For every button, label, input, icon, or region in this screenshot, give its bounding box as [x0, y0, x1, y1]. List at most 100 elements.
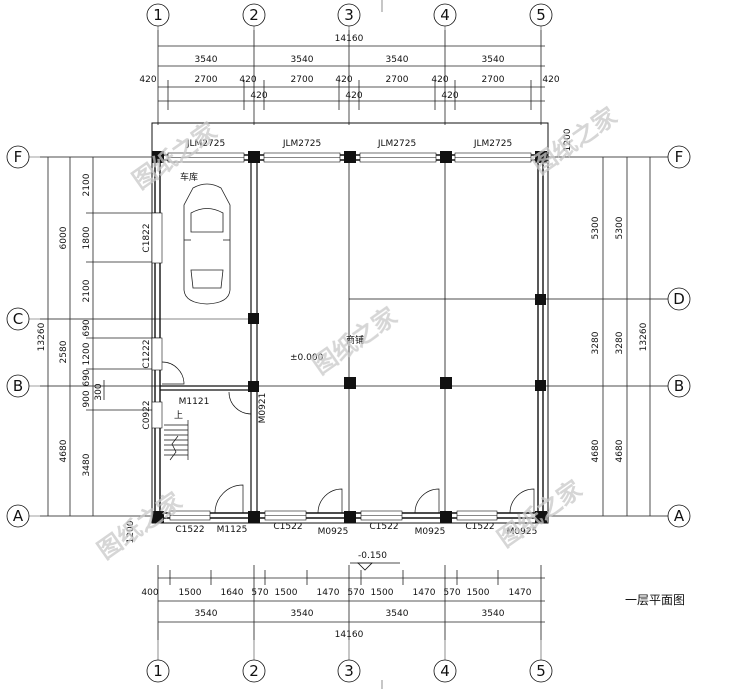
axis-bubble-left-B-circle: [6, 374, 30, 398]
dim-total-right: 13260: [639, 322, 649, 351]
room-label-garage: 车库: [180, 171, 198, 183]
elevation-marker: [350, 562, 400, 571]
column: [152, 151, 164, 163]
axis-bubble-bottom-4-label: 4: [440, 662, 450, 680]
room-labels: 车库 商铺 上 ±0.000 -0.150 一层平面图: [174, 171, 685, 607]
window-label-left: C1222: [142, 339, 152, 368]
column: [152, 511, 164, 523]
dim-sub-bottom: 570: [443, 588, 460, 598]
axis-bubble-right-A-circle: [667, 504, 691, 528]
axis-bubble-top-4-circle: [433, 3, 457, 27]
dim-bay-bottom: 3540: [195, 609, 218, 619]
right-dimension-texts: 5300 3280 4680 5300 3280 4680 13260 1200: [563, 128, 649, 462]
dim-minor-left: 2100: [82, 279, 92, 302]
dim-bay-bottom: 3540: [386, 609, 409, 619]
dim-sub-bottom: 400: [141, 588, 158, 598]
dim-sub-bottom: 1640: [221, 588, 244, 598]
dim-sub-bottom: 570: [251, 588, 268, 598]
axis-bubble-bottom-2-label: 2: [249, 662, 259, 680]
axis-bubble-bottom-4-circle: [433, 659, 457, 683]
room-label-shop: 商铺: [346, 334, 364, 346]
window-label-top: JLM2725: [186, 139, 225, 149]
elevation-outside: -0.150: [358, 551, 387, 561]
dim-sub-bottom: 1470: [413, 588, 436, 598]
dim-minor-left: 2100: [82, 173, 92, 196]
car-icon: [183, 183, 231, 305]
axis-bubble-left-C-circle: [6, 307, 30, 331]
column: [248, 151, 260, 163]
dim-tiny-left: 1200: [126, 520, 136, 543]
dim-minor-left: 1800: [82, 226, 92, 249]
opening-label-bottom: M0925: [507, 527, 538, 537]
axis-bubble-bottom-3-circle: [337, 659, 361, 683]
watermark: 图纸之家: [527, 102, 622, 180]
axis-bubble-bottom-2-circle: [242, 659, 266, 683]
dim-sub-bottom: 570: [347, 588, 364, 598]
axis-bubble-right-A-label: A: [674, 507, 685, 525]
watermark: 图纸之家: [492, 475, 587, 553]
bottom-dimension-texts: 400 1500 1640 570 1500 1470 570 1500 147…: [141, 588, 531, 640]
axis-bubble-left-F-label: F: [14, 148, 23, 166]
axis-bubble-top-5-circle: [529, 3, 553, 27]
dim-total-left: 13260: [37, 322, 47, 351]
column: [248, 511, 260, 523]
axis-bubble-bottom-3-label: 3: [344, 662, 354, 680]
stair-up-label: 上: [174, 410, 183, 421]
dim-sub-top: 420: [345, 91, 362, 101]
structural-columns: [152, 151, 547, 523]
axis-bubble-top-1-circle: [146, 3, 170, 27]
elevation-main: ±0.000: [290, 353, 324, 363]
dim-sub-top: 420: [239, 75, 256, 85]
window-label-left: C0922: [142, 400, 152, 429]
dim-total-bottom: 14160: [335, 630, 364, 640]
dim-major-left: 2580: [59, 340, 69, 363]
right-dimensions: [544, 156, 668, 517]
watermark: 图纸之家: [92, 487, 187, 565]
dim-major-left: 4680: [59, 439, 69, 462]
opening-label-bottom: C1522: [273, 522, 302, 532]
column: [440, 377, 452, 389]
axis-bubble-left-B-label: B: [13, 377, 23, 395]
axis-bubble-bottom-5-circle: [529, 659, 553, 683]
opening-label-bottom: M1125: [217, 525, 248, 535]
column: [344, 511, 356, 523]
column: [248, 381, 259, 392]
column: [535, 151, 547, 163]
dim-minor-right: 3280: [615, 331, 625, 354]
openings: [151, 152, 532, 521]
axis-bubble-left-F-circle: [6, 145, 30, 169]
dim-major-right: 5300: [591, 216, 601, 239]
left-dimensions: [40, 156, 160, 517]
dim-minor-left: 1200: [82, 342, 92, 365]
axis-bubble-top-3-label: 3: [344, 6, 354, 24]
grid-axis-lines: [28, 0, 668, 689]
axis-bubble-right-F-label: F: [675, 148, 684, 166]
dim-sub-top: 2700: [195, 75, 218, 85]
dim-minor-right: 5300: [615, 216, 625, 239]
left-dimension-texts: 13260 6000 2580 4680 2100 1800 2100 690 …: [37, 173, 136, 543]
column: [440, 511, 452, 523]
dim-sub-top: 420: [441, 91, 458, 101]
opening-label-bottom: C1522: [465, 522, 494, 532]
opening-label-bottom: C1522: [369, 522, 398, 532]
dim-sub-top: 2700: [386, 75, 409, 85]
axis-bubble-right-D-circle: [667, 287, 691, 311]
column: [535, 511, 547, 523]
drawing-title: 一层平面图: [625, 593, 685, 607]
axis-bubble-top-4-label: 4: [440, 6, 450, 24]
opening-label-bottom: C1522: [175, 525, 204, 535]
axis-bubble-left-C-label: C: [13, 310, 23, 328]
window-label-top: JLM2725: [473, 139, 512, 149]
dim-minor-right: 4680: [615, 439, 625, 462]
dim-sub-top: 420: [139, 75, 156, 85]
dim-sub-top: 2700: [482, 75, 505, 85]
dim-minor-left: 3480: [82, 453, 92, 476]
window-label-left: C1822: [142, 223, 152, 252]
dim-sub-top: 420: [542, 75, 559, 85]
axis-bubble-right-F-circle: [667, 145, 691, 169]
opening-labels: JLM2725 JLM2725 JLM2725 JLM2725 C1522 M1…: [142, 139, 537, 537]
dim-tiny-left: 300: [94, 383, 104, 400]
dim-major-left: 6000: [59, 226, 69, 249]
window-label-top: JLM2725: [282, 139, 321, 149]
